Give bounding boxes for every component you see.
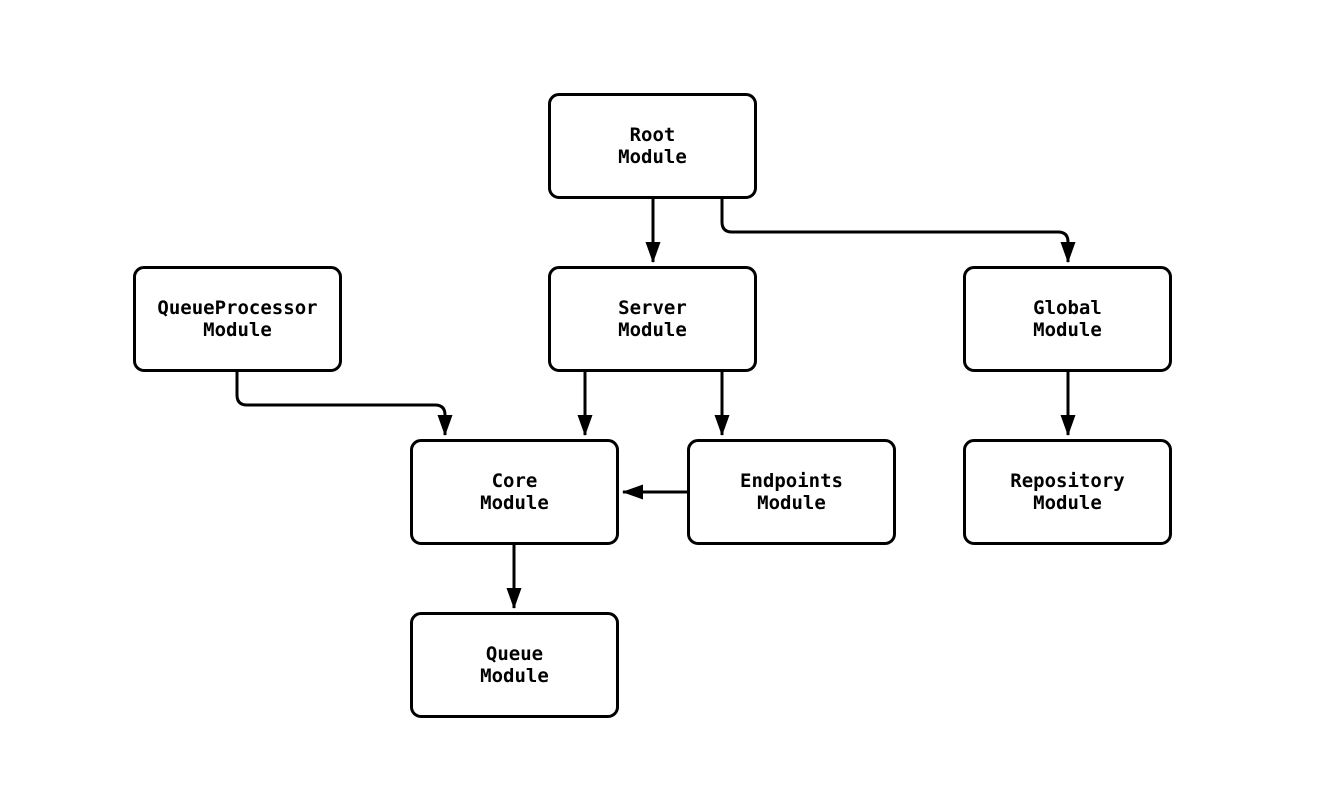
node-root-module-label: Root Module xyxy=(618,124,687,168)
edge-root-to-global xyxy=(720,198,1076,263)
node-endpoints-module-label: Endpoints Module xyxy=(740,470,843,514)
node-core-module-label: Core Module xyxy=(480,470,549,514)
node-global-module: Global Module xyxy=(963,266,1172,372)
node-queue-module-label: Queue Module xyxy=(480,643,549,687)
node-queueprocessor-module: QueueProcessor Module xyxy=(133,266,342,372)
edge-queueprocessor-to-core xyxy=(235,372,453,436)
node-global-module-label: Global Module xyxy=(1033,297,1102,341)
node-queue-module: Queue Module xyxy=(410,612,619,718)
node-queueprocessor-module-label: QueueProcessor Module xyxy=(157,297,318,341)
node-core-module: Core Module xyxy=(410,439,619,545)
node-endpoints-module: Endpoints Module xyxy=(687,439,896,545)
node-root-module: Root Module xyxy=(548,93,757,199)
node-server-module: Server Module xyxy=(548,266,757,372)
node-server-module-label: Server Module xyxy=(618,297,687,341)
node-repository-module: Repository Module xyxy=(963,439,1172,545)
node-repository-module-label: Repository Module xyxy=(1010,470,1125,514)
